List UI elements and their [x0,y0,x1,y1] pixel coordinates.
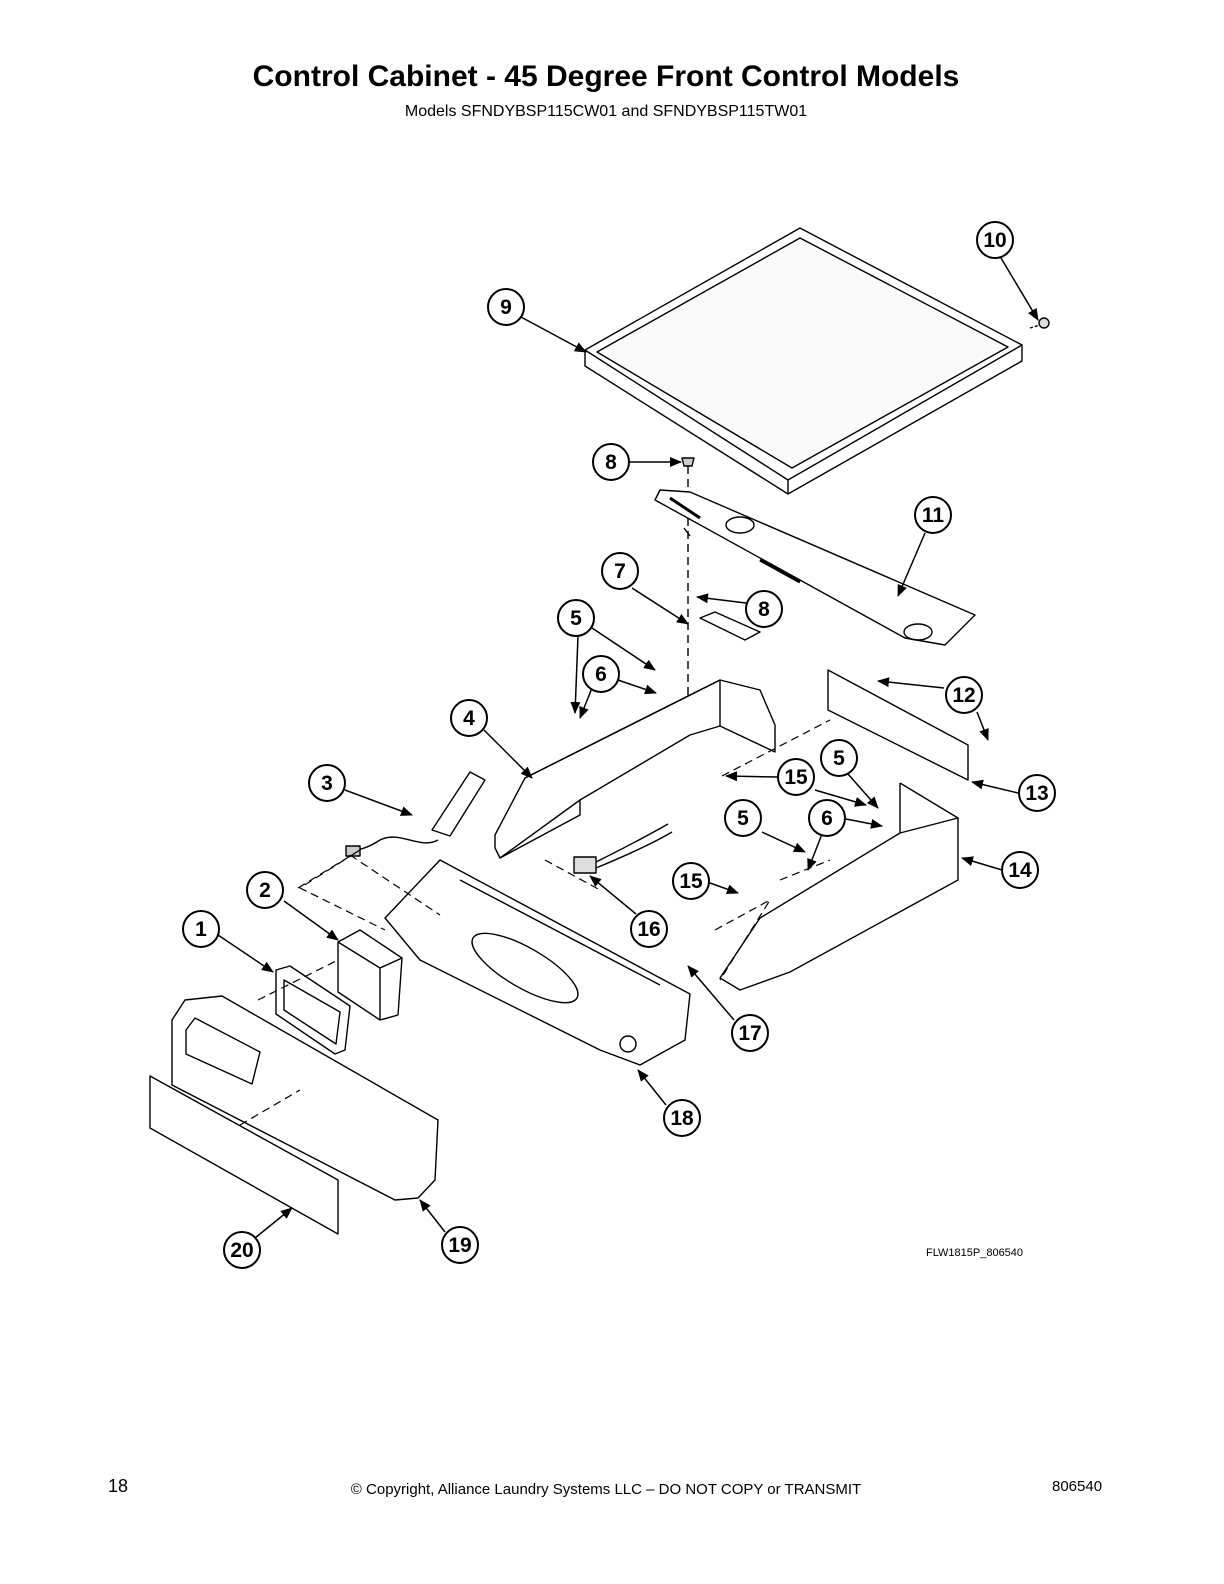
callout-c3: 3 [308,764,346,802]
part-top-panel [584,227,1023,495]
callout-label: 17 [738,1022,761,1045]
callout-label: 20 [230,1239,253,1262]
callout-circle [308,764,346,802]
callout-circle [246,871,284,909]
callout-circle [1018,774,1056,812]
callout-circle [945,676,983,714]
callout-label: 5 [737,807,749,830]
callout-circle [592,443,630,481]
part-overlay [149,1075,339,1235]
callout-circle [724,799,762,837]
callout-circle [487,288,525,326]
callout-label: 14 [1008,859,1032,882]
callout-c13: 13 [1018,774,1056,812]
callout-label: 12 [952,684,975,707]
callout-circle [820,739,858,777]
callout-circle [663,1099,701,1137]
part-wire-harness [345,771,486,857]
callout-circle [450,699,488,737]
document-number: 806540 [1052,1478,1103,1495]
copyright-notice: © Copyright, Alliance Laundry Systems LL… [350,1481,862,1498]
callout-label: 1 [195,918,207,941]
callout-c10: 10 [976,221,1014,259]
callout-label: 19 [448,1234,471,1257]
part-connector [573,823,673,874]
callout-c17: 17 [731,1014,769,1052]
callout-circle [182,910,220,948]
part-screw-top [1029,317,1050,329]
callout-circle [914,496,952,534]
callout-circle [223,1231,261,1269]
callout-label: 15 [679,870,703,893]
part-console-base [384,859,691,1066]
callout-c5a: 5 [557,599,595,637]
callout-label: 18 [670,1107,694,1130]
callout-label: 4 [463,707,475,730]
callout-label: 5 [833,747,845,770]
callout-c8b: 8 [745,590,783,628]
callout-circle [745,590,783,628]
callout-circle [808,799,846,837]
callout-c5c: 5 [724,799,762,837]
part-right-side-panel [719,782,959,991]
callout-label: 6 [595,663,607,686]
callout-label: 11 [922,504,945,527]
callout-label: 2 [259,879,271,902]
callout-c1: 1 [182,910,220,948]
part-front-console [171,995,439,1201]
page-title: Control Cabinet - 45 Degree Front Contro… [252,60,960,93]
part-small-bracket [699,611,761,641]
callout-c6b: 6 [808,799,846,837]
callout-c14: 14 [1001,851,1039,889]
callout-c16: 16 [630,910,668,948]
callout-label: 8 [758,598,770,621]
callout-label: 16 [637,918,660,941]
part-rear-bracket [654,489,976,646]
part-control-module [337,929,403,1021]
callout-circle [731,1014,769,1052]
callout-c4: 4 [450,699,488,737]
callout-circle [976,221,1014,259]
callout-c15b: 15 [672,862,710,900]
leader-lines [217,257,1039,1239]
callout-c8a: 8 [592,443,630,481]
callout-circle [441,1226,479,1264]
page-number: 18 [108,1476,129,1496]
callout-circle [672,862,710,900]
callout-c5b: 5 [820,739,858,777]
part-left-side-panel [494,679,776,859]
callout-label: 7 [614,560,626,583]
callout-circle [777,758,815,796]
callout-group: 10 9 8 11 7 8 5 6 4 12 3 15 5 13 5 6 14 15 2 1 16 17 18 20 19 [182,221,1056,1269]
callout-label: 10 [983,229,1006,252]
callout-label: 13 [1025,782,1048,805]
callout-label: 15 [784,766,808,789]
callout-c20: 20 [223,1231,261,1269]
callout-c6a: 6 [582,655,620,693]
callout-circle [601,552,639,590]
callout-c15a: 15 [777,758,815,796]
callout-c18: 18 [663,1099,701,1137]
callout-circle [630,910,668,948]
callout-circle [557,599,595,637]
callout-c7: 7 [601,552,639,590]
callout-label: 6 [821,807,833,830]
callout-c12: 12 [945,676,983,714]
callout-c2: 2 [246,871,284,909]
drawing-reference-code: FLW1815P_806540 [926,1247,1024,1259]
callout-c9: 9 [487,288,525,326]
callout-label: 3 [321,772,333,795]
callout-label: 9 [500,296,512,319]
callout-c19: 19 [441,1226,479,1264]
part-rear-panel [827,669,969,781]
callout-label: 8 [605,451,617,474]
callout-circle [582,655,620,693]
callout-label: 5 [570,607,582,630]
callout-circle [1001,851,1039,889]
part-bezel-frame [275,965,351,1055]
callout-c11: 11 [914,496,952,534]
page-subtitle: Models SFNDYBSP115CW01 and SFNDYBSP115TW… [404,103,808,120]
